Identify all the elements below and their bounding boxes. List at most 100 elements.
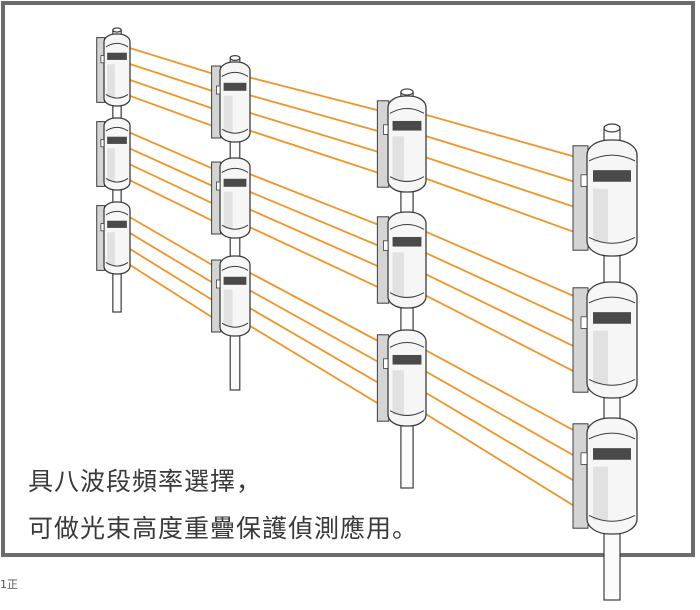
housing-seam xyxy=(221,167,249,173)
laser-beam xyxy=(125,130,222,174)
sensor-unit xyxy=(211,255,251,337)
lens-band xyxy=(392,120,422,131)
caption-line-1: 具八波段頻率選擇， xyxy=(28,467,263,496)
housing-seam xyxy=(588,296,636,304)
laser-beam xyxy=(419,175,590,239)
lens-band xyxy=(392,354,422,365)
sensor-unit xyxy=(96,201,131,275)
laser-beam xyxy=(420,133,590,188)
housing-seam xyxy=(389,410,425,416)
housing-seam xyxy=(105,94,129,99)
laser-beam xyxy=(245,128,391,178)
side-window xyxy=(383,240,389,251)
laser-beam xyxy=(419,388,590,491)
laser-beam xyxy=(420,112,590,162)
laser-beam xyxy=(245,269,391,349)
sensor-bracket xyxy=(211,161,222,235)
housing-seam xyxy=(389,176,425,182)
sensor-unit xyxy=(96,117,131,191)
laser-beam xyxy=(125,261,222,324)
housing-shade xyxy=(593,188,608,243)
housing-seam xyxy=(588,514,636,522)
laser-beam xyxy=(125,61,222,95)
housing-seam xyxy=(105,210,129,216)
side-window xyxy=(100,139,105,148)
laser-beam xyxy=(245,75,391,115)
laser-beam xyxy=(420,154,590,213)
sensor-bracket xyxy=(376,100,390,188)
laser-beam xyxy=(245,322,391,412)
housing-shade xyxy=(223,289,233,327)
side-window xyxy=(580,316,588,329)
housing-seam xyxy=(221,265,249,271)
lens-band xyxy=(223,276,247,285)
laser-beam xyxy=(419,228,590,304)
laser-beam xyxy=(419,409,590,517)
housing-seam xyxy=(105,126,129,132)
sensor-bracket xyxy=(211,259,222,333)
housing-shade xyxy=(593,466,608,521)
lens-band xyxy=(593,312,631,324)
lens-band xyxy=(107,220,127,228)
housing-seam xyxy=(221,128,249,134)
laser-beam xyxy=(245,304,391,391)
sensor-unit xyxy=(572,139,638,257)
sensor-bracket xyxy=(211,65,222,139)
laser-beam xyxy=(245,206,391,273)
laser-beam xyxy=(245,189,391,252)
side-window xyxy=(383,358,389,369)
laser-beam xyxy=(125,77,222,113)
laser-beam xyxy=(125,93,222,131)
laser-beam xyxy=(245,287,391,370)
housing-shade xyxy=(223,95,233,133)
housing-seam xyxy=(389,223,425,230)
side-window xyxy=(580,174,588,187)
sensor-bracket xyxy=(376,334,390,422)
outer-frame xyxy=(1,1,695,557)
side-window xyxy=(100,55,105,64)
housing-seam xyxy=(588,154,636,162)
sensor-unit xyxy=(376,329,427,427)
laser-beam xyxy=(125,230,222,289)
sensor-bracket xyxy=(376,216,390,304)
sensor-unit xyxy=(376,95,427,193)
housing-seam xyxy=(105,42,129,48)
lens-band xyxy=(223,178,247,187)
housing-shade xyxy=(392,136,404,181)
lens-band xyxy=(593,448,631,460)
sensor-bracket xyxy=(572,287,589,393)
pole-cap xyxy=(229,54,241,61)
housing-seam xyxy=(221,322,249,328)
beam-group xyxy=(125,46,590,517)
laser-beam xyxy=(125,245,222,307)
laser-beam xyxy=(419,249,590,330)
side-window xyxy=(215,181,221,191)
housing-shade xyxy=(107,64,115,98)
pole-cap xyxy=(112,27,122,33)
pole-cap xyxy=(603,123,621,133)
lens-band xyxy=(392,236,422,247)
lens-band xyxy=(107,136,127,144)
housing-seam xyxy=(221,71,249,77)
sensor-unit xyxy=(376,211,427,309)
housing-seam xyxy=(588,236,636,244)
sensor-unit xyxy=(96,33,131,107)
lens-band xyxy=(107,52,127,60)
housing-shade xyxy=(392,370,404,415)
sensor-bracket xyxy=(572,423,589,529)
laser-beam xyxy=(419,367,590,466)
sensor-unit xyxy=(211,61,251,143)
sensor-unit xyxy=(572,417,638,535)
housing-seam xyxy=(389,107,425,114)
housing-seam xyxy=(105,178,129,183)
sensor-bracket xyxy=(572,145,589,251)
laser-beam xyxy=(125,46,222,78)
housing-seam xyxy=(221,224,249,230)
housing-shade xyxy=(223,191,233,229)
laser-beam xyxy=(125,161,222,209)
housing-seam xyxy=(588,432,636,440)
sensor-unit xyxy=(572,281,638,399)
lens-band xyxy=(223,82,247,91)
